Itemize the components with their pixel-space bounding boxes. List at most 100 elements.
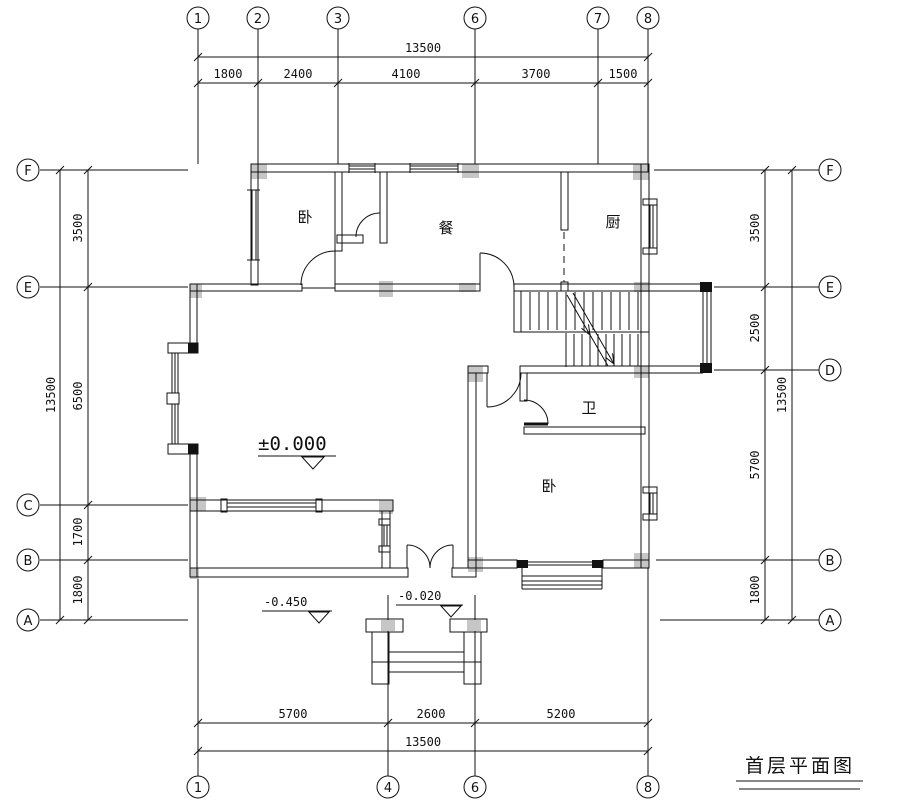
axis-label: A — [24, 614, 33, 629]
axis-bubble-right-B: B — [818, 548, 842, 572]
axis-bubble-top-7: 7 — [586, 6, 610, 30]
axis-label: E — [24, 281, 32, 296]
stair-treads-upper — [529, 292, 639, 330]
axis-bubbles: 1 2 3 6 7 8 1 4 6 8 F E C B A F E D B A — [16, 6, 842, 799]
dim-ticks-top — [193, 52, 653, 88]
structural-columns — [190, 164, 649, 631]
dim-right-overall: 13500 — [775, 377, 789, 413]
dim-top-seg-3: 3700 — [522, 67, 551, 81]
axis-bubble-left-B: B — [16, 548, 40, 572]
axis-label: 8 — [644, 12, 652, 27]
dim-top-seg-2: 4100 — [392, 67, 421, 81]
bay-window-west — [166, 342, 199, 455]
entry-porch — [365, 618, 488, 685]
drawing-title: 首层平面图 — [736, 755, 863, 790]
axis-label: 4 — [384, 781, 392, 796]
dim-bottom-overall: 13500 — [405, 735, 441, 749]
elevation-value: ±0.000 — [258, 433, 327, 455]
dim-right-seg-1: 2500 — [748, 314, 762, 343]
dim-top-seg-1: 2400 — [284, 67, 313, 81]
axis-bubble-left-A: A — [16, 608, 40, 632]
elevation-ground-floor: ±0.000 — [258, 433, 336, 470]
elevation-yard: -0.450 — [262, 595, 332, 624]
axis-label: 1 — [194, 12, 202, 27]
room-label-bedroom-se: 卧 — [541, 477, 556, 495]
axis-label: 2 — [254, 12, 262, 27]
dim-ticks-right — [760, 165, 797, 625]
axis-bubble-bottom-1: 1 — [186, 775, 210, 799]
door-bathroom — [523, 399, 549, 426]
axis-bubble-left-F: F — [16, 158, 40, 182]
axis-label: C — [23, 499, 32, 514]
axis-label: 7 — [594, 12, 602, 27]
door-closet — [355, 212, 381, 238]
grid-lines — [40, 29, 819, 776]
window-closet-top — [348, 163, 376, 173]
dimension-lines — [55, 52, 797, 756]
title-text: 首层平面图 — [745, 755, 855, 777]
door-bedroom-se — [486, 372, 522, 408]
window-bedroom-se — [642, 486, 658, 521]
dim-top-seg-0: 1800 — [214, 67, 243, 81]
dim-bottom-seg-0: 5700 — [279, 707, 308, 721]
axis-bubble-top-1: 1 — [186, 6, 210, 30]
bay-window-east — [649, 282, 712, 374]
axis-bubble-top-8: 8 — [636, 6, 660, 30]
bay-window-south — [517, 560, 603, 590]
doors — [300, 212, 549, 569]
elevation-markers: ±0.000 -0.450 -0.020 — [258, 433, 463, 624]
windows — [166, 163, 712, 590]
door-entrance-double — [406, 544, 454, 569]
dim-right-seg-3: 1800 — [748, 576, 762, 605]
axis-bubble-bottom-6: 6 — [463, 775, 487, 799]
axis-bubble-right-E: E — [818, 275, 842, 299]
walls — [189, 163, 650, 578]
axis-label: 3 — [334, 12, 342, 27]
dim-left-overall: 13500 — [44, 377, 58, 413]
axis-label: B — [826, 554, 835, 569]
staircase — [514, 292, 649, 367]
dim-left-seg-0: 3500 — [71, 214, 85, 243]
door-dining — [479, 252, 515, 288]
dim-ticks-left — [55, 165, 93, 625]
axis-bubble-bottom-8: 8 — [636, 775, 660, 799]
axis-bubble-top-6: 6 — [463, 6, 487, 30]
axis-bubble-left-C: C — [16, 493, 40, 517]
axis-label: D — [825, 364, 835, 379]
axis-bubble-left-E: E — [16, 275, 40, 299]
elevation-value: -0.450 — [264, 595, 307, 609]
room-labels: 卧 餐 厨 卫 卧 — [297, 208, 620, 495]
dim-right-seg-2: 5700 — [748, 451, 762, 480]
stair-direction-line — [566, 292, 615, 367]
window-dining-top — [409, 163, 459, 173]
axis-bubble-right-D: D — [818, 358, 842, 382]
window-terrace-east — [378, 518, 391, 553]
dim-top-overall: 13500 — [405, 41, 441, 55]
elevation-value: -0.020 — [398, 589, 441, 603]
axis-label: 8 — [644, 781, 652, 796]
dim-bottom-seg-2: 5200 — [547, 707, 576, 721]
room-label-dining: 餐 — [438, 219, 453, 237]
axis-label: 1 — [194, 781, 202, 796]
door-bedroom-nw — [300, 250, 336, 289]
axis-bubble-top-2: 2 — [246, 6, 270, 30]
axis-label: 6 — [471, 781, 479, 796]
axis-bubble-right-A: A — [818, 608, 842, 632]
window-kitchen — [642, 198, 658, 255]
room-label-bedroom-nw: 卧 — [297, 208, 312, 226]
axis-bubble-top-3: 3 — [326, 6, 350, 30]
dim-left-seg-3: 1800 — [71, 576, 85, 605]
dimension-labels: 13500 1800 2400 4100 3700 1500 5700 2600… — [44, 41, 789, 749]
dim-left-seg-2: 1700 — [71, 518, 85, 547]
dim-bottom-seg-1: 2600 — [417, 707, 446, 721]
axis-bubble-right-F: F — [818, 158, 842, 182]
axis-label: B — [24, 554, 33, 569]
dim-left-seg-1: 6500 — [71, 382, 85, 411]
room-label-kitchen: 厨 — [605, 213, 620, 231]
axis-label: F — [826, 164, 833, 179]
elevation-entry-porch: -0.020 — [396, 589, 463, 618]
room-label-bathroom: 卫 — [581, 399, 596, 417]
dim-top-seg-4: 1500 — [609, 67, 638, 81]
window-living-south — [220, 498, 323, 513]
